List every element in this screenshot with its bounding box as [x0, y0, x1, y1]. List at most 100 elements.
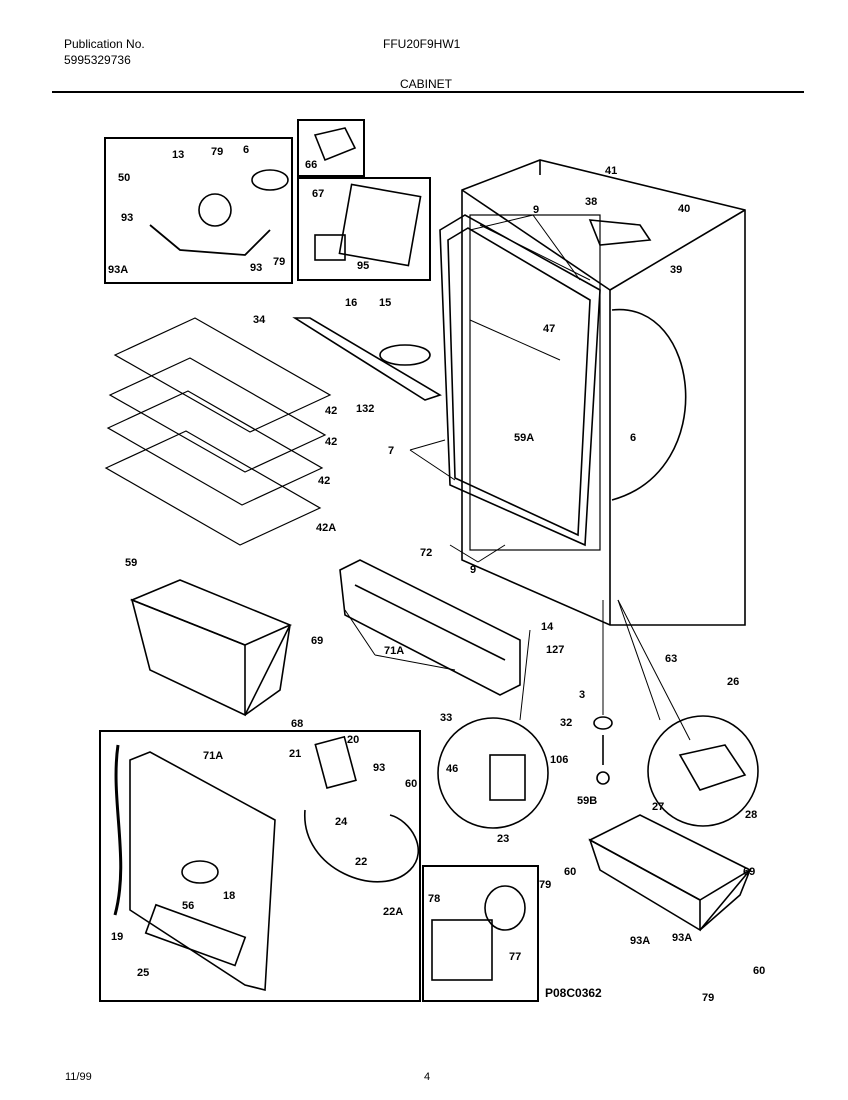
callout-label: 127: [546, 644, 564, 656]
callout-label: 79: [702, 992, 714, 1004]
callout-label: 79: [211, 146, 223, 158]
control-plate: [338, 183, 422, 267]
switch-detail-circle: [437, 717, 549, 829]
callout-label: 28: [745, 809, 757, 821]
callout-label: 79: [273, 256, 285, 268]
callout-label: 69: [311, 635, 323, 647]
callout-label: 93: [373, 762, 385, 774]
callout-label: 93: [121, 212, 133, 224]
callout-label: 33: [440, 712, 452, 724]
callout-label: 42A: [316, 522, 336, 534]
fan-motor-inset-box: [104, 137, 293, 284]
callout-label: 32: [560, 717, 572, 729]
callout-label: 27: [652, 801, 664, 813]
callout-label: 69: [743, 866, 755, 878]
callout-label: 46: [446, 763, 458, 775]
kickplate-inset-box: [99, 730, 421, 1002]
motor-bracket: [149, 224, 271, 256]
callout-label: 77: [509, 951, 521, 963]
callout-label: 42: [325, 405, 337, 417]
callout-label: 39: [670, 264, 682, 276]
callout-label: 66: [305, 159, 317, 171]
relay-inset-box: [422, 865, 539, 1002]
callout-label: 42: [325, 436, 337, 448]
callout-label: 38: [585, 196, 597, 208]
light-cover: [379, 344, 431, 366]
kickplate-panel: [113, 744, 276, 992]
callout-label: 42: [318, 475, 330, 487]
cabinet-body: [461, 159, 746, 626]
callout-label: 6: [243, 144, 249, 156]
callout-label: 68: [291, 718, 303, 730]
callout-label: 20: [347, 734, 359, 746]
upper-basket: [129, 579, 293, 717]
callout-label: 34: [253, 314, 266, 326]
callout-label: 7: [388, 445, 394, 457]
callout-label: 71A: [203, 750, 223, 762]
callout-label: 40: [678, 203, 690, 215]
callout-label: 60: [405, 778, 417, 790]
callout-labels: 13 79 6 50 93 93A 93 79 66 67 95 41 38 4…: [108, 144, 765, 1004]
callout-label: 21: [289, 748, 301, 760]
callout-label: 72: [420, 547, 432, 559]
callout-label: 15: [379, 297, 391, 309]
callout-label: 59B: [577, 795, 597, 807]
callout-label: 93A: [630, 935, 650, 947]
callout-label: 3: [579, 689, 585, 701]
callout-label: 18: [223, 890, 235, 902]
fan-blade: [251, 169, 289, 191]
publication-label: Publication No.: [64, 37, 145, 51]
callout-label: 6: [630, 432, 636, 444]
footer-date: 11/99: [65, 1071, 92, 1083]
callout-label: 60: [564, 866, 576, 878]
callout-label: 22: [355, 856, 367, 868]
callout-label: 78: [428, 893, 440, 905]
relay-box: [431, 919, 493, 981]
bracket-inset-box: [297, 119, 365, 177]
header-rule: [52, 91, 804, 93]
callout-label: 22A: [383, 906, 403, 918]
footer-page-number: 4: [424, 1071, 431, 1083]
lower-basket: [588, 814, 752, 932]
relay-cover: [314, 735, 357, 790]
top-hinge: [588, 219, 652, 246]
hinge-detail-circle: [647, 715, 759, 827]
callout-label: 60: [753, 965, 765, 977]
callout-label: 106: [550, 754, 568, 766]
switch-bracket: [489, 754, 526, 801]
toe-grille: [339, 559, 521, 696]
callout-label: 132: [356, 403, 374, 415]
capacitor: [484, 885, 526, 931]
callout-label: 19: [111, 931, 123, 943]
callout-label: 79: [539, 879, 551, 891]
shelf-rail: [292, 317, 442, 401]
callout-label: 16: [345, 297, 357, 309]
callout-label: 14: [541, 621, 554, 633]
door-gasket: [439, 214, 601, 547]
callout-label: 56: [182, 900, 194, 912]
callout-label: 71A: [384, 645, 404, 657]
callout-label: 63: [665, 653, 677, 665]
control-inset-box: [297, 177, 431, 281]
wire-shelves: [104, 317, 332, 546]
callout-label: 26: [727, 676, 739, 688]
mounting-bracket: [313, 127, 357, 162]
bushing: [593, 716, 613, 730]
callout-label: 95: [357, 260, 369, 272]
callout-label: 41: [605, 165, 617, 177]
section-title: CABINET: [400, 77, 453, 91]
callout-label: 50: [118, 172, 130, 184]
leader-lines: [344, 214, 691, 741]
fan-motor: [198, 193, 232, 227]
publication-number: 5995329736: [64, 53, 131, 67]
callout-label: 93: [250, 262, 262, 274]
callout-label: 59A: [514, 432, 534, 444]
callout-label: 59: [125, 557, 137, 569]
drawing-code: P08C0362: [545, 986, 602, 1000]
power-cord-loop: [304, 809, 420, 883]
callout-label: 9: [533, 204, 539, 216]
callout-label: 47: [543, 323, 555, 335]
hinge-bracket: [678, 744, 747, 791]
callout-label: 25: [137, 967, 149, 979]
